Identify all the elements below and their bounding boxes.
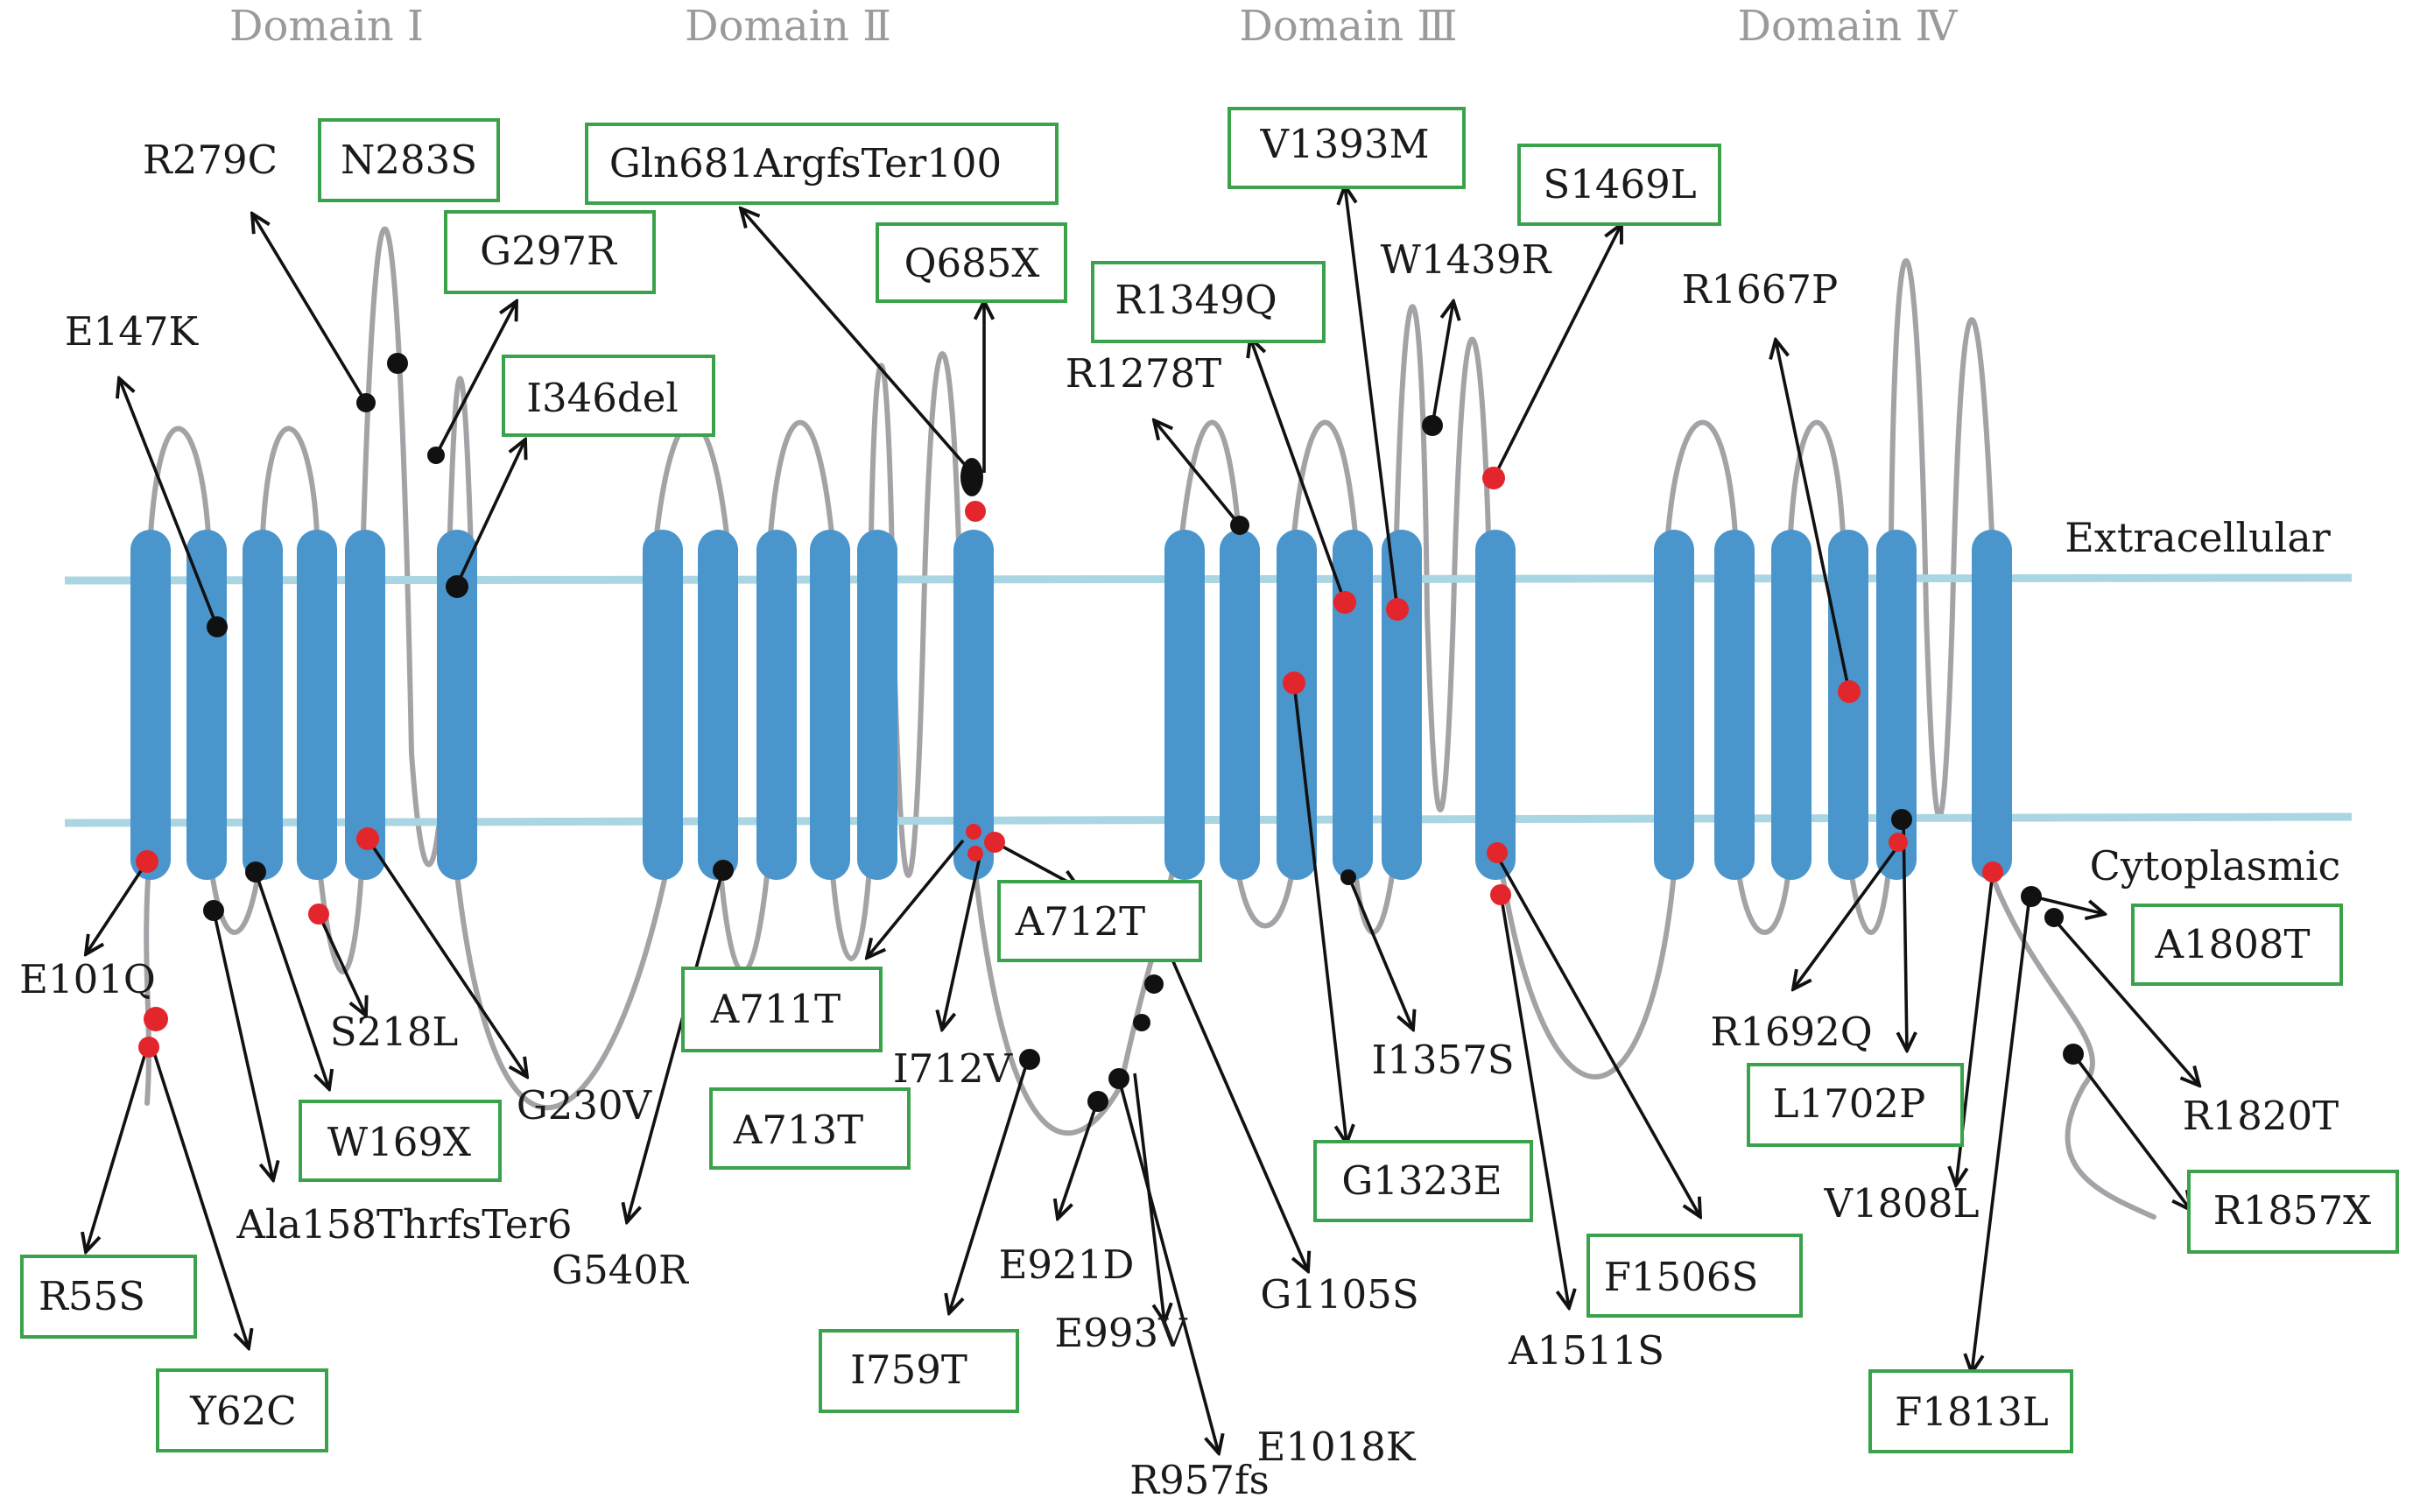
- mutation-label-W1439R: W1439R: [1381, 236, 1552, 283]
- mutation-label-S1469L: S1469L: [1543, 161, 1696, 207]
- mutation-label-G1323E: G1323E: [1341, 1157, 1502, 1204]
- mutation-label-V1808L: V1808L: [1824, 1180, 1980, 1227]
- mutation-arrows: [86, 186, 2199, 1453]
- mutation-label-I712V: I712V: [893, 1045, 1014, 1092]
- domain-3-title: Domain Ⅲ: [1239, 2, 1457, 51]
- mutation-label-W169X: W169X: [327, 1119, 471, 1165]
- mutation-label-S218L: S218L: [330, 1009, 459, 1055]
- domain-2-title: Domain Ⅱ: [685, 2, 891, 51]
- mutation-label-G540R: G540R: [552, 1247, 689, 1293]
- plain-mutations: R279C E147K W1439R R1278T R1667P E101Q S…: [19, 137, 2339, 1503]
- mutation-label-F1813L: F1813L: [1895, 1389, 2049, 1435]
- mutation-label-E147K: E147K: [65, 308, 200, 355]
- mutation-label-E101Q: E101Q: [19, 956, 156, 1002]
- domain-4-title: Domain Ⅳ: [1738, 2, 1959, 51]
- mutation-label-R957fs: R957fs: [1129, 1457, 1270, 1503]
- mutation-label-A1808T: A1808T: [2154, 921, 2310, 967]
- mutation-label-A712T: A712T: [1015, 898, 1145, 945]
- mutation-label-R1667P: R1667P: [1682, 266, 1839, 313]
- mutation-label-I759T: I759T: [850, 1347, 967, 1393]
- mutation-label-A713T: A713T: [733, 1107, 863, 1153]
- mutation-label-E921D: E921D: [999, 1241, 1135, 1288]
- mutation-label-R1349Q: R1349Q: [1115, 277, 1277, 323]
- mutation-label-R1857X: R1857X: [2213, 1187, 2371, 1234]
- mutation-label-N283S: N283S: [341, 137, 477, 183]
- mutation-label-E993V: E993V: [1054, 1310, 1188, 1356]
- mutation-label-G297R: G297R: [480, 228, 617, 274]
- mutation-label-Q685X: Q685X: [904, 240, 1040, 286]
- mutation-label-I1357S: I1357S: [1371, 1037, 1514, 1083]
- mutation-label-A1511S: A1511S: [1508, 1327, 1664, 1374]
- domain-1-title: Domain Ⅰ: [229, 2, 424, 51]
- mutation-label-R279C: R279C: [143, 137, 278, 183]
- mutation-label-Y62C: Y62C: [189, 1388, 296, 1434]
- cytoplasmic-label: Cytoplasmic: [2090, 842, 2341, 890]
- mutation-label-R55S: R55S: [39, 1273, 145, 1319]
- mutation-label-E1018K: E1018K: [1257, 1424, 1417, 1470]
- mutation-label-G230V: G230V: [517, 1082, 653, 1129]
- mutation-label-R1278T: R1278T: [1066, 350, 1221, 397]
- mutation-label-Ala158ThrfsTer6: Ala158ThrfsTer6: [236, 1201, 572, 1248]
- mutation-label-F1506S: F1506S: [1604, 1254, 1759, 1300]
- mutation-label-V1393M: V1393M: [1259, 121, 1429, 167]
- mutation-label-G1105S: G1105S: [1260, 1271, 1418, 1318]
- mutation-label-A711T: A711T: [710, 986, 841, 1032]
- extracellular-label: Extracellular: [2065, 514, 2331, 561]
- mutation-label-I346del: I346del: [526, 375, 679, 421]
- mutation-label-R1820T: R1820T: [2183, 1093, 2339, 1139]
- connecting-loops: [144, 226, 2156, 1220]
- boxed-mutations: N283S Gln681ArgfsTer100 G297R Q685X I346…: [20, 107, 2399, 1453]
- mutation-label-L1702P: L1702P: [1773, 1080, 1926, 1127]
- mutation-label-R1692Q: R1692Q: [1710, 1009, 1872, 1055]
- mutation-label-Gln681ArgfsTer100: Gln681ArgfsTer100: [609, 140, 1002, 186]
